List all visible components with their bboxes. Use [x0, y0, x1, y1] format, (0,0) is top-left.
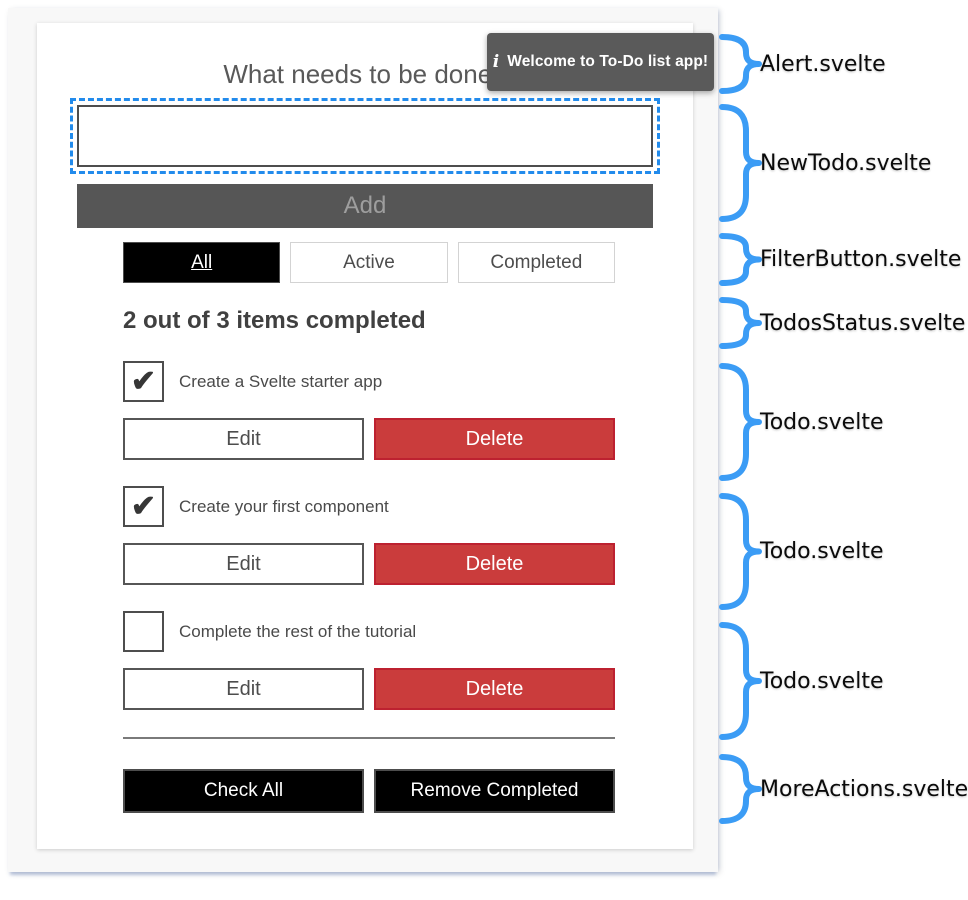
annotation-label: Todo.svelte: [760, 409, 884, 435]
todo-item: Complete the rest of the tutorial Edit D…: [123, 611, 615, 710]
annotation-moreactions: MoreActions.svelte: [718, 753, 968, 825]
todo-item: ✔ Create your first component Edit Delet…: [123, 486, 615, 585]
annotation-newtodo: NewTodo.svelte: [718, 103, 931, 223]
todo-app-card: What needs to be done? Add All Active Co…: [37, 23, 693, 849]
brace-icon: [719, 493, 762, 610]
todo-label: Complete the rest of the tutorial: [179, 621, 417, 641]
info-icon: i: [492, 52, 500, 72]
checkmark-icon: ✔: [130, 364, 157, 398]
filter-all-button[interactable]: All: [123, 242, 281, 283]
edit-button[interactable]: Edit: [123, 418, 364, 460]
brace-icon: [719, 233, 762, 286]
brace-icon: [719, 754, 762, 824]
annotation-label: Todo.svelte: [760, 668, 884, 694]
more-actions: Check All Remove Completed: [123, 769, 615, 813]
annotation-todo-2: Todo.svelte: [718, 492, 883, 611]
brace-icon: [719, 363, 762, 481]
todo-checkbox-checked[interactable]: ✔: [123, 361, 164, 402]
checkmark-icon: ✔: [130, 489, 157, 523]
todo-label: Create your first component: [179, 496, 389, 516]
todos-section: All Active Completed 2 out of 3 items co…: [123, 242, 615, 813]
annotation-todo-3: Todo.svelte: [718, 621, 883, 741]
brace-icon: [719, 34, 762, 94]
todo-label: Create a Svelte starter app: [179, 371, 383, 391]
page-title: What needs to be done?: [223, 59, 507, 89]
annotation-label: TodosStatus.svelte: [760, 310, 966, 336]
todo-checkbox-unchecked[interactable]: [123, 611, 164, 652]
remove-completed-button[interactable]: Remove Completed: [374, 769, 615, 813]
annotation-label: NewTodo.svelte: [760, 150, 932, 176]
annotation-todosstatus: TodosStatus.svelte: [718, 296, 965, 350]
brace-icon: [719, 297, 762, 349]
annotation-label: FilterButton.svelte: [760, 247, 962, 272]
alert-toast[interactable]: i Welcome to To-Do list app!: [487, 33, 714, 91]
delete-button[interactable]: Delete: [374, 668, 615, 710]
filter-active-button[interactable]: Active: [290, 242, 448, 283]
annotation-filterbutton: FilterButton.svelte: [718, 232, 961, 287]
add-button[interactable]: Add: [77, 184, 653, 228]
new-todo-form: Add: [37, 98, 693, 228]
filter-buttons: All Active Completed: [123, 242, 615, 283]
annotation-todo-1: Todo.svelte: [718, 362, 883, 482]
todos-status: 2 out of 3 items completed: [123, 307, 426, 334]
new-todo-input[interactable]: [70, 98, 660, 174]
delete-button[interactable]: Delete: [374, 418, 615, 460]
todo-item: ✔ Create a Svelte starter app Edit Delet…: [123, 361, 615, 460]
component-annotations: Alert.svelte NewTodo.svelte FilterButton…: [718, 0, 968, 900]
brace-icon: [719, 104, 762, 222]
check-all-button[interactable]: Check All: [123, 769, 364, 813]
annotation-alert: Alert.svelte: [718, 33, 886, 95]
brace-icon: [719, 622, 762, 740]
edit-button[interactable]: Edit: [123, 543, 364, 585]
divider: [123, 737, 615, 739]
annotation-label: Todo.svelte: [760, 539, 884, 564]
annotation-label: Alert.svelte: [760, 51, 886, 77]
annotation-label: MoreActions.svelte: [760, 776, 968, 802]
edit-button[interactable]: Edit: [123, 668, 364, 710]
delete-button[interactable]: Delete: [374, 543, 615, 585]
app-window: What needs to be done? Add All Active Co…: [8, 8, 718, 872]
todo-checkbox-checked[interactable]: ✔: [123, 486, 164, 527]
alert-message: Welcome to To-Do list app!: [507, 53, 709, 70]
filter-completed-button[interactable]: Completed: [457, 242, 615, 283]
